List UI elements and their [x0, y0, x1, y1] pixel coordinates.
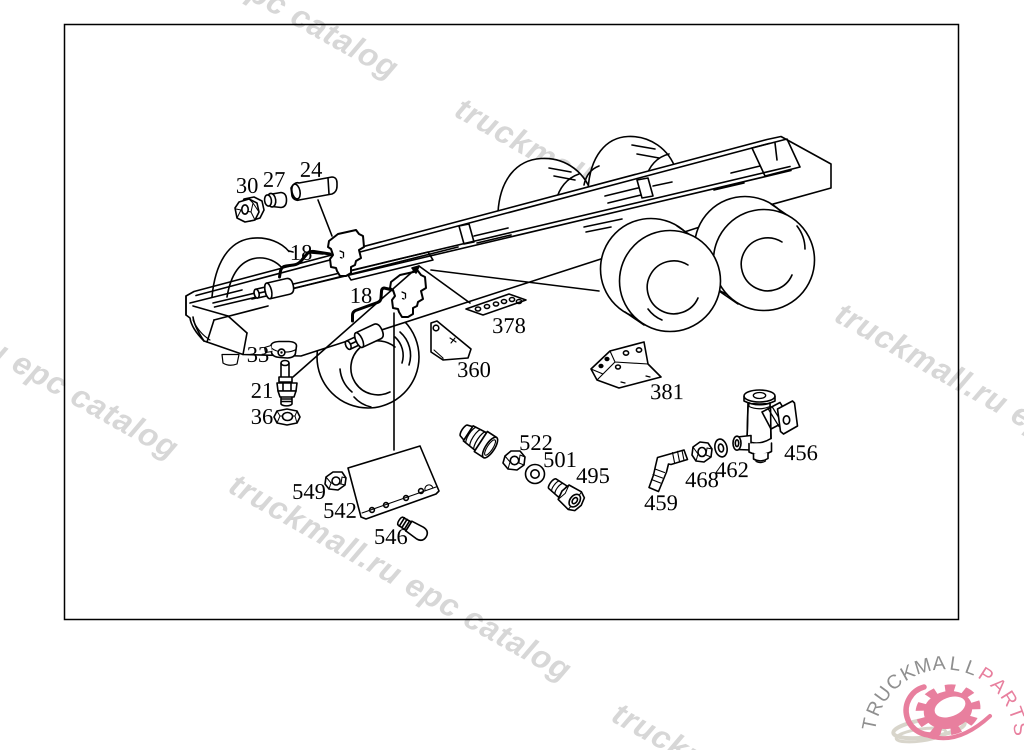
svg-text:L: L: [948, 653, 962, 676]
svg-text:501: 501: [543, 447, 577, 472]
svg-text:33: 33: [247, 342, 270, 367]
svg-text:24: 24: [300, 157, 323, 182]
svg-text:459: 459: [644, 490, 678, 515]
svg-text:A: A: [932, 652, 947, 675]
svg-text:546: 546: [374, 524, 408, 549]
svg-text:18: 18: [290, 240, 313, 265]
svg-text:462: 462: [715, 457, 749, 482]
svg-text:30: 30: [236, 173, 259, 198]
svg-text:36: 36: [251, 404, 274, 429]
svg-text:381: 381: [650, 379, 684, 404]
svg-text:S: S: [1008, 721, 1024, 737]
svg-text:18: 18: [350, 283, 373, 308]
svg-text:456: 456: [784, 440, 818, 465]
svg-text:M: M: [912, 654, 934, 680]
svg-text:495: 495: [576, 463, 610, 488]
svg-text:522: 522: [519, 430, 553, 455]
svg-text:T: T: [858, 716, 882, 732]
svg-text:360: 360: [457, 357, 491, 382]
svg-text:549: 549: [292, 479, 326, 504]
svg-text:378: 378: [492, 313, 526, 338]
svg-text:T: T: [1004, 704, 1024, 723]
svg-text:21: 21: [251, 378, 274, 403]
svg-text:468: 468: [685, 467, 719, 492]
svg-text:542: 542: [323, 498, 357, 523]
svg-text:27: 27: [263, 167, 286, 192]
